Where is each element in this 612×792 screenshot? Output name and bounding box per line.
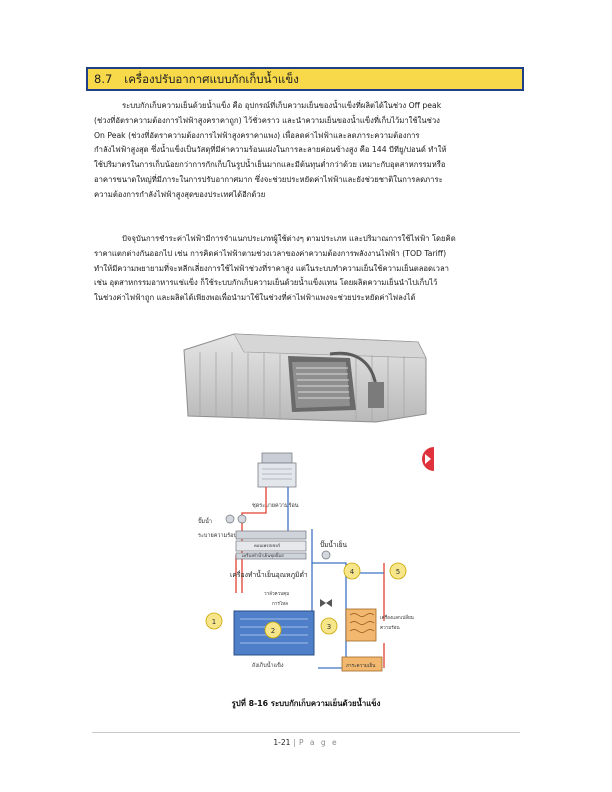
control-valve-icon	[320, 599, 332, 607]
text-line: ระบบกักเก็บความเย็นด้วยน้ำแข็ง คือ อุปกร…	[122, 101, 442, 110]
text-line: ใช้ปริมาตรในการเก็บน้อยกว่าการกักเก็บในร…	[94, 160, 446, 170]
condenser-pump-label-2: ระบายความร้อน	[198, 532, 237, 539]
page-footer: 1-21|P a g e	[0, 738, 612, 747]
text-line: (ช่วงที่อัตราความต้องการไฟฟ้าสูงคราคาถูก…	[94, 115, 440, 125]
condenser-label: ชุดระบายความร้อน	[252, 502, 299, 509]
condenser-pump	[225, 514, 247, 524]
svg-text:3: 3	[327, 623, 331, 631]
text-line: On Peak (ช่วงที่อัตราความต้องการไฟฟ้าสูง…	[94, 130, 420, 140]
chiller-unit-label: เครื่องทำน้ำเย็นอุณหภูมิต่ำ	[230, 569, 308, 579]
footer-separator: |	[293, 738, 296, 747]
low-temp-chiller	[235, 530, 307, 560]
footer-divider	[92, 732, 520, 733]
step-bubble-1: 1	[205, 612, 223, 630]
chilled-pump-label: ปั๊มน้ำเย็น	[320, 540, 348, 549]
step-bubble-3: 3	[320, 617, 338, 635]
text-line: เช่น อุตสาหกรรมอาหารแช่แข็ง ก็ใช้ระบบกัก…	[94, 278, 438, 288]
chilled-water-pump	[321, 550, 331, 560]
heat-exchanger-label-2: ความร้อน	[380, 625, 400, 631]
text-line: ราคาแตกต่างกันออกไป เช่น การคิดค่าไฟฟ้าต…	[94, 248, 447, 258]
section-heading: 8.7 เครื่องปรับอากาศแบบกักเก็บน้ำแข็ง	[86, 67, 524, 91]
tank-label: ถังเก็บน้ำแข็ง	[252, 661, 284, 669]
compressor-label: คอมเพรสเซอร์	[254, 543, 281, 548]
svg-text:4: 4	[350, 568, 355, 576]
svg-text:2: 2	[271, 627, 275, 635]
evaporator-label: เครื่องทำน้ำเย็นชุดปั๊มส	[242, 552, 284, 559]
text-line: กำลังไฟฟ้าสูงสุด ซึ่งน้ำแข็งเป็นวัสดุที่…	[94, 145, 447, 155]
section-title: เครื่องปรับอากาศแบบกักเก็บน้ำแข็ง	[124, 72, 299, 86]
heat-exchanger-label-1: เครื่องแลกเปลี่ยน	[380, 614, 415, 621]
text-line: อาคารขนาดใหญ่ที่มีภาระในการปรับอากาศมาก …	[94, 174, 443, 184]
page-number: 1-21	[273, 738, 291, 747]
text-line: ทำให้มีความพยายามที่จะหลีกเลี่ยงการใช้ไฟ…	[94, 263, 449, 273]
valve-label-1: วาล์วควบคุม	[264, 590, 289, 597]
text-line: ความต้องการกำลังไฟฟ้าสูงสุดของประเทศได้อ…	[94, 189, 266, 199]
svg-text:1: 1	[212, 618, 216, 626]
valve-label-2: การไหล	[272, 600, 288, 607]
heat-exchanger	[345, 608, 377, 642]
arrow-right-icon	[422, 447, 434, 471]
paragraph-tariff: ปัจจุบันการชำระค่าไฟฟ้ามีการจำแนกประเภทผ…	[94, 232, 520, 306]
step-bubble-2: 2	[264, 621, 282, 639]
condenser-unit	[257, 452, 297, 488]
section-number: 8.7	[94, 72, 113, 86]
text-line: ในช่วงค่าไฟฟ้าถูก และผลิตได้เพียงพอเพื่อ…	[94, 293, 416, 303]
step-bubble-5: 5	[389, 562, 407, 580]
text-line: ปัจจุบันการชำระค่าไฟฟ้ามีการจำแนกประเภทผ…	[122, 234, 456, 243]
page-label: P a g e	[298, 738, 339, 747]
ice-storage-unit-photo	[183, 333, 427, 423]
cooling-load	[341, 656, 383, 672]
paragraph-ice-storage-intro: ระบบกักเก็บความเย็นด้วยน้ำแข็ง คือ อุปกร…	[94, 99, 520, 203]
step-bubble-4: 4	[343, 562, 361, 580]
svg-text:5: 5	[396, 568, 400, 576]
condenser-pump-label-1: ปั๊มน้ำ	[198, 517, 212, 525]
ice-storage-system-diagram: ชุดระบายความร้อน ปั๊มน้ำ ระบายความร้อน ค…	[198, 452, 415, 672]
load-label: ภาระความเย็น	[346, 661, 376, 669]
figure-caption: รูปที่ 8-16 ระบบกักเก็บความเย็นด้วยน้ำแข…	[231, 699, 381, 708]
